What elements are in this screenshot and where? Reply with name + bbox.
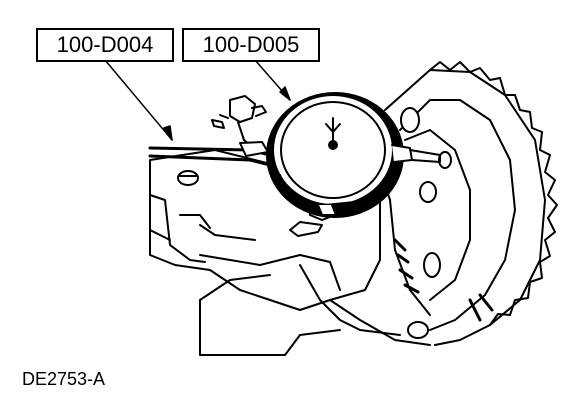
flywheel-bolt-1 (400, 107, 420, 133)
flywheel-bolt-2 (419, 181, 437, 203)
leader-line-100-D004 (104, 59, 173, 141)
magnetic-base-clamp (211, 95, 269, 157)
leader-lines (104, 59, 291, 141)
dial-pivot (328, 140, 338, 150)
flywheel-bolt-3 (423, 252, 441, 278)
flywheel-bolt-4 (407, 321, 429, 339)
figure-id-label: DE2753-A (22, 369, 106, 389)
arrowhead-100-D004 (163, 125, 173, 141)
housing-bolt (177, 170, 199, 186)
dial-indicator (266, 92, 441, 218)
callout-box-tool-1: 100-D004 (36, 28, 174, 62)
arrowhead-100-D005 (279, 86, 291, 101)
callout-box-tool-2: 100-D005 (182, 28, 320, 62)
flywheel-assembly (379, 61, 558, 346)
